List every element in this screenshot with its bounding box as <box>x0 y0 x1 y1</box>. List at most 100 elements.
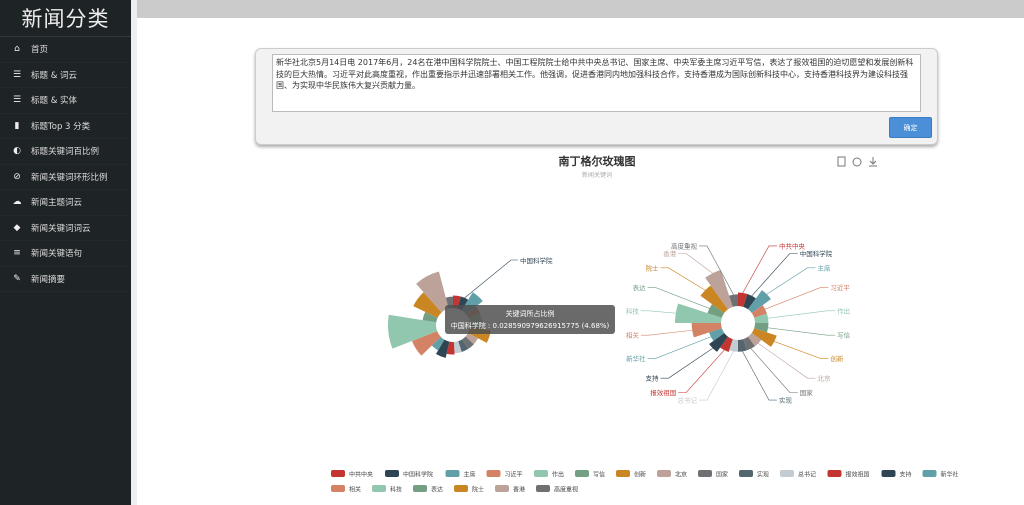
paperclip-icon: ⊘ <box>13 171 21 182</box>
rose-right-sector[interactable] <box>720 336 733 352</box>
rose-right-sector[interactable] <box>754 323 769 333</box>
rose-right-sector[interactable] <box>705 269 733 310</box>
cloud-icon: ☁ <box>12 197 22 208</box>
data-view-icon[interactable] <box>837 156 846 167</box>
sector-label: 创新 <box>830 354 844 363</box>
rose-right-sector[interactable] <box>751 305 767 318</box>
label-line <box>640 329 693 336</box>
legend-item[interactable]: 总书记 <box>780 470 816 479</box>
sidebar-item[interactable]: ☰标题 & 实体 <box>0 88 131 114</box>
rose-left-sector[interactable] <box>431 336 445 351</box>
sidebar-item[interactable]: ☰标题 & 词云 <box>0 63 131 88</box>
sector-label: 主席 <box>817 263 831 272</box>
rose-left-sector[interactable] <box>412 331 441 356</box>
sector-label: 支持 <box>646 374 660 383</box>
rose-left-sector[interactable] <box>416 271 449 313</box>
legend-item[interactable]: 报效祖国 <box>827 470 870 479</box>
legend-item[interactable]: 院士 <box>454 485 484 494</box>
sidebar-item[interactable]: ◆新闻关键词词云 <box>0 216 131 241</box>
rose-right-sector[interactable] <box>747 290 771 314</box>
label-line <box>750 348 798 393</box>
sector-label: 相关 <box>626 331 640 340</box>
rose-left-sector[interactable] <box>446 341 455 355</box>
rose-right-sector[interactable] <box>747 332 762 347</box>
rose-left-sector[interactable] <box>458 339 469 352</box>
legend-item[interactable]: 中共中央 <box>331 470 373 479</box>
legend-item[interactable]: 作出 <box>534 470 564 479</box>
legend-item[interactable]: 科技 <box>372 485 402 494</box>
rose-left-sector[interactable] <box>388 314 438 349</box>
sidebar-item-label: 新闻摘要 <box>31 274 66 285</box>
legend-label: 创新 <box>634 471 646 479</box>
sector-label: 写信 <box>837 331 851 340</box>
rose-right-sector[interactable] <box>707 304 725 318</box>
rose-right-sector[interactable] <box>709 328 725 341</box>
rose-right-sector[interactable] <box>675 303 722 323</box>
legend-label: 院士 <box>472 486 484 494</box>
legend-item[interactable]: 表达 <box>413 485 443 494</box>
sector-label: 表达 <box>633 283 647 292</box>
legend-item[interactable]: 新华社 <box>922 470 959 479</box>
label-line <box>768 327 836 336</box>
label-line <box>768 310 836 319</box>
legend-item[interactable]: 习近平 <box>486 470 523 479</box>
confirm-button[interactable]: 确定 <box>889 117 932 138</box>
sidebar-item-label: 标题关键词百比例 <box>31 147 100 158</box>
legend-swatch <box>536 485 550 492</box>
legend-label: 作出 <box>552 471 564 479</box>
rose-left-sector[interactable] <box>453 341 462 354</box>
sidebar-item[interactable]: ⊘ 新闻关键词环形比例 <box>0 165 131 190</box>
rose-right-sector[interactable] <box>729 294 738 307</box>
rose-right-sector[interactable] <box>729 339 738 352</box>
legend-item[interactable]: 写信 <box>575 470 605 479</box>
rose-left-sector[interactable] <box>413 292 442 318</box>
rose-left-sector[interactable] <box>465 332 479 345</box>
rose-right-sector[interactable] <box>709 332 729 352</box>
sidebar-item[interactable]: ☁新闻主题词云 <box>0 190 131 216</box>
refresh-icon[interactable] <box>852 157 862 167</box>
rose-right-sector[interactable] <box>691 323 722 338</box>
legend-item[interactable]: 相关 <box>331 485 361 494</box>
legend-swatch <box>698 470 712 477</box>
rose-right-sector[interactable] <box>738 292 748 307</box>
sidebar-item[interactable]: ▮标题Top 3 分类 <box>0 114 131 139</box>
legend-item[interactable]: 实现 <box>739 470 769 479</box>
legend-item[interactable]: 中国科学院 <box>385 470 433 479</box>
rose-left-sector[interactable] <box>462 336 474 349</box>
legend-item[interactable]: 支持 <box>881 470 912 479</box>
sidebar-item[interactable]: ◐标题关键词百比例 <box>0 139 131 165</box>
legend-swatch <box>616 470 630 477</box>
download-icon[interactable] <box>869 157 877 167</box>
legend-item[interactable]: 北京 <box>657 470 687 479</box>
label-line <box>699 351 734 401</box>
rose-right-sector[interactable] <box>754 313 769 323</box>
sector-label: 北京 <box>817 374 831 383</box>
rose-right-sector[interactable] <box>700 285 729 314</box>
news-text-input[interactable]: 新华社北京5月14日电 2017年6月，24名在港中国科学院院士、中国工程院院士… <box>272 54 921 112</box>
tooltip-text: 中国科学院 : 0.028590979626915775 (4.68%) <box>451 321 610 330</box>
legend-item[interactable]: 香港 <box>495 485 525 494</box>
legend-swatch <box>827 470 842 477</box>
legend-label: 中共中央 <box>349 471 373 479</box>
legend-label: 支持 <box>900 471 912 479</box>
rose-left-sector[interactable] <box>422 311 438 323</box>
legend-item[interactable]: 国家 <box>698 470 728 479</box>
tooltip-title: 关键词所占比例 <box>506 309 555 318</box>
sector-label: 中国科学院 <box>800 249 833 258</box>
rose-right-sector[interactable] <box>738 339 747 352</box>
legend-label: 实现 <box>757 471 769 479</box>
legend-item[interactable]: 创新 <box>616 470 646 479</box>
sidebar-item[interactable]: ⌂首页 <box>0 37 131 63</box>
rose-right-sector[interactable] <box>751 328 777 347</box>
legend-swatch <box>331 470 345 477</box>
rose-right-sector[interactable] <box>743 294 756 310</box>
sidebar-item-label: 新闻关键词环形比例 <box>31 172 108 183</box>
rose-left-sector[interactable] <box>435 339 450 358</box>
legend-item[interactable]: 高度重视 <box>536 485 578 494</box>
rose-right-sector[interactable] <box>743 336 755 351</box>
legend-item[interactable]: 主席 <box>445 470 476 479</box>
legend-swatch <box>385 470 399 477</box>
sidebar-item[interactable]: ✎新闻摘要 <box>0 267 131 292</box>
sidebar-item[interactable]: ≡新闻关键语句 <box>0 241 131 267</box>
list-icon: ☰ <box>12 95 22 106</box>
